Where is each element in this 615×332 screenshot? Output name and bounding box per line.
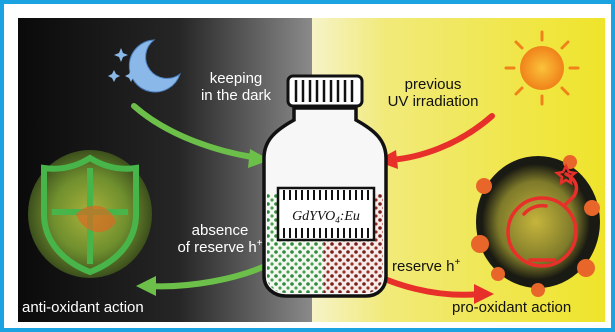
jar-formula: GdYVO4:Eu (292, 209, 360, 225)
keeping-line1: keeping (188, 70, 284, 87)
previous-line1: previous (378, 76, 488, 93)
previous-label: previous UV irradiation (378, 76, 488, 110)
keeping-line2: in the dark (188, 87, 284, 104)
scene: GdYVO4:Eu (18, 18, 605, 322)
keeping-label: keeping in the dark (188, 70, 284, 104)
reserve-superscript: + (455, 257, 461, 268)
previous-line2: UV irradiation (378, 93, 488, 110)
absence-label: absence of reserve h+ (168, 222, 272, 256)
anti-oxidant-label: anti-oxidant action (22, 299, 144, 316)
absence-superscript: + (257, 238, 263, 249)
reserve-label: reserve h+ (392, 258, 460, 275)
absence-line1: absence (168, 222, 272, 239)
absence-line2: of reserve h+ (168, 239, 272, 256)
diagram-canvas: GdYVO4:Eu (18, 18, 605, 322)
pro-oxidant-label: pro-oxidant action (452, 299, 571, 316)
